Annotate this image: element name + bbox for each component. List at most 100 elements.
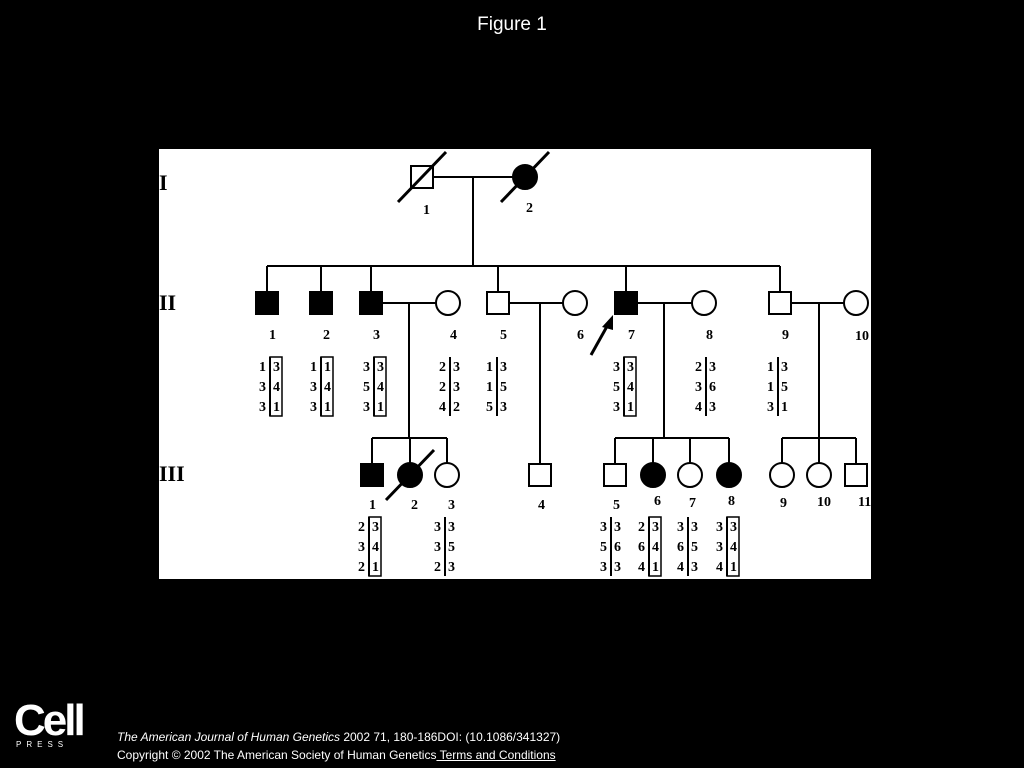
individual-ii-4-allele-left: 4 [439,400,446,415]
individual-iii-9-female-symbol [769,462,795,488]
figure-title: Figure 1 [477,14,547,35]
individual-ii-3-allele-right: 1 [377,400,384,415]
individual-i-1-deceased-slash [396,150,448,204]
individual-ii-9-allele-left: 3 [767,400,774,415]
individual-ii-7-allele-right: 4 [627,380,634,395]
proband-arrow-head [602,315,613,330]
individual-i-2-deceased-slash [499,150,551,204]
individual-ii-7-allele-left: 5 [613,380,620,395]
logo-word: Cell [14,696,86,745]
individual-iii-8-allele-left: 4 [716,560,723,575]
individual-ii-9-number: 9 [782,328,789,343]
individual-ii-2-male-symbol [309,291,333,315]
individual-ii-5-allele-right: 3 [500,400,507,415]
individual-ii-9-allele-left: 1 [767,360,774,375]
individual-ii-2-allele-right: 1 [324,400,331,415]
individual-iii-1-allele-left: 2 [358,520,365,535]
individual-iii-8-allele-right: 3 [730,520,737,535]
individual-ii-1-allele-left: 3 [259,400,266,415]
individual-iii-6-number: 6 [654,494,661,509]
individual-ii-4-allele-right: 2 [453,400,460,415]
individual-ii-1-haplotype-box [269,356,283,417]
individual-ii-5-allele-right: 3 [500,360,507,375]
individual-ii-3-allele-left: 5 [363,380,370,395]
individual-iii-5-allele-right: 3 [614,520,621,535]
individual-iii-3-allele-left: 3 [434,520,441,535]
individual-ii-8-number: 8 [706,328,713,343]
individual-iii-11-number: 11 [858,495,871,510]
individual-iii-1-male-symbol [360,463,384,487]
individual-iii-3-allele-right: 3 [448,560,455,575]
individual-iii-5-male-symbol [603,463,627,487]
individual-ii-4-number: 4 [450,328,457,343]
citation: The American Journal of Human Genetics 2… [117,730,560,744]
individual-iii-1-haplotype-box [368,516,382,577]
individual-iii-2-deceased-slash [384,448,436,502]
individual-ii-9-allele-right: 5 [781,380,788,395]
individual-iii-7-allele-right: 3 [691,520,698,535]
individual-i-2-number: 2 [526,201,533,216]
individual-iii-1-allele-left: 2 [358,560,365,575]
individual-iii-7-allele-left: 6 [677,540,684,555]
individual-ii-8-allele-left: 2 [695,360,702,375]
individual-iii-5-allele-right: 6 [614,540,621,555]
individual-ii-1-allele-right: 1 [273,400,280,415]
terms-and-conditions-link[interactable]: Terms and Conditions [436,748,556,762]
individual-ii-9-allele-right: 3 [781,360,788,375]
individual-iii-10-female-symbol [806,462,832,488]
individual-ii-2-allele-left: 1 [310,360,317,375]
generation-label-ii: II [159,290,176,315]
individual-ii-1-allele-right: 3 [273,360,280,375]
individual-ii-4-allele-right: 3 [453,360,460,375]
individual-ii-9-male-symbol [768,291,792,315]
individual-ii-1-allele-left: 3 [259,380,266,395]
individual-iii-1-allele-left: 3 [358,540,365,555]
individual-iii-6-allele-right: 1 [652,560,659,575]
copyright-text: Copyright © 2002 The American Society of… [117,748,437,762]
individual-ii-9-allele-right: 1 [781,400,788,415]
individual-ii-7-allele-left: 3 [613,360,620,375]
individual-iii-8-allele-left: 3 [716,540,723,555]
individual-iii-6-allele-left: 4 [638,560,645,575]
individual-ii-3-allele-right: 3 [377,360,384,375]
individual-ii-3-allele-right: 4 [377,380,384,395]
individual-iii-8-allele-right: 4 [730,540,737,555]
individual-iii-1-allele-right: 1 [372,560,379,575]
individual-iii-7-number: 7 [689,496,696,511]
individual-iii-10-number: 10 [817,495,831,510]
individual-ii-5-allele-left: 5 [486,400,493,415]
individual-ii-10-female-symbol [843,290,869,316]
individual-ii-4-allele-right: 3 [453,380,460,395]
individual-ii-5-number: 5 [500,328,507,343]
individual-iii-3-allele-right: 3 [448,520,455,535]
individual-ii-6-female-symbol [562,290,588,316]
individual-iii-6-allele-left: 6 [638,540,645,555]
individual-ii-1-male-symbol [255,291,279,315]
individual-i-1-number: 1 [423,203,430,218]
individual-iii-8-haplotype-box [726,516,740,577]
individual-iii-3-female-symbol [434,462,460,488]
individual-iii-9-number: 9 [780,496,787,511]
individual-iii-3-allele-left: 2 [434,560,441,575]
individual-ii-2-allele-left: 3 [310,400,317,415]
individual-iii-5-allele-left: 3 [600,520,607,535]
individual-ii-9-allele-left: 1 [767,380,774,395]
individual-iii-7-allele-right: 3 [691,560,698,575]
individual-ii-3-male-symbol [359,291,383,315]
individual-ii-8-allele-right: 3 [709,360,716,375]
individual-ii-5-male-symbol [486,291,510,315]
individual-ii-6-number: 6 [577,328,584,343]
individual-iii-5-allele-left: 3 [600,560,607,575]
individual-ii-1-number: 1 [269,328,276,343]
individual-ii-7-allele-left: 3 [613,400,620,415]
individual-ii-10-number: 10 [855,329,869,344]
individual-ii-3-allele-left: 3 [363,360,370,375]
individual-ii-7-male-symbol [614,291,638,315]
individual-ii-8-female-symbol [691,290,717,316]
individual-iii-8-allele-right: 1 [730,560,737,575]
individual-ii-8-allele-left: 4 [695,400,702,415]
individual-iii-8-female-symbol [716,462,742,488]
generation-label-iii: III [159,461,185,486]
